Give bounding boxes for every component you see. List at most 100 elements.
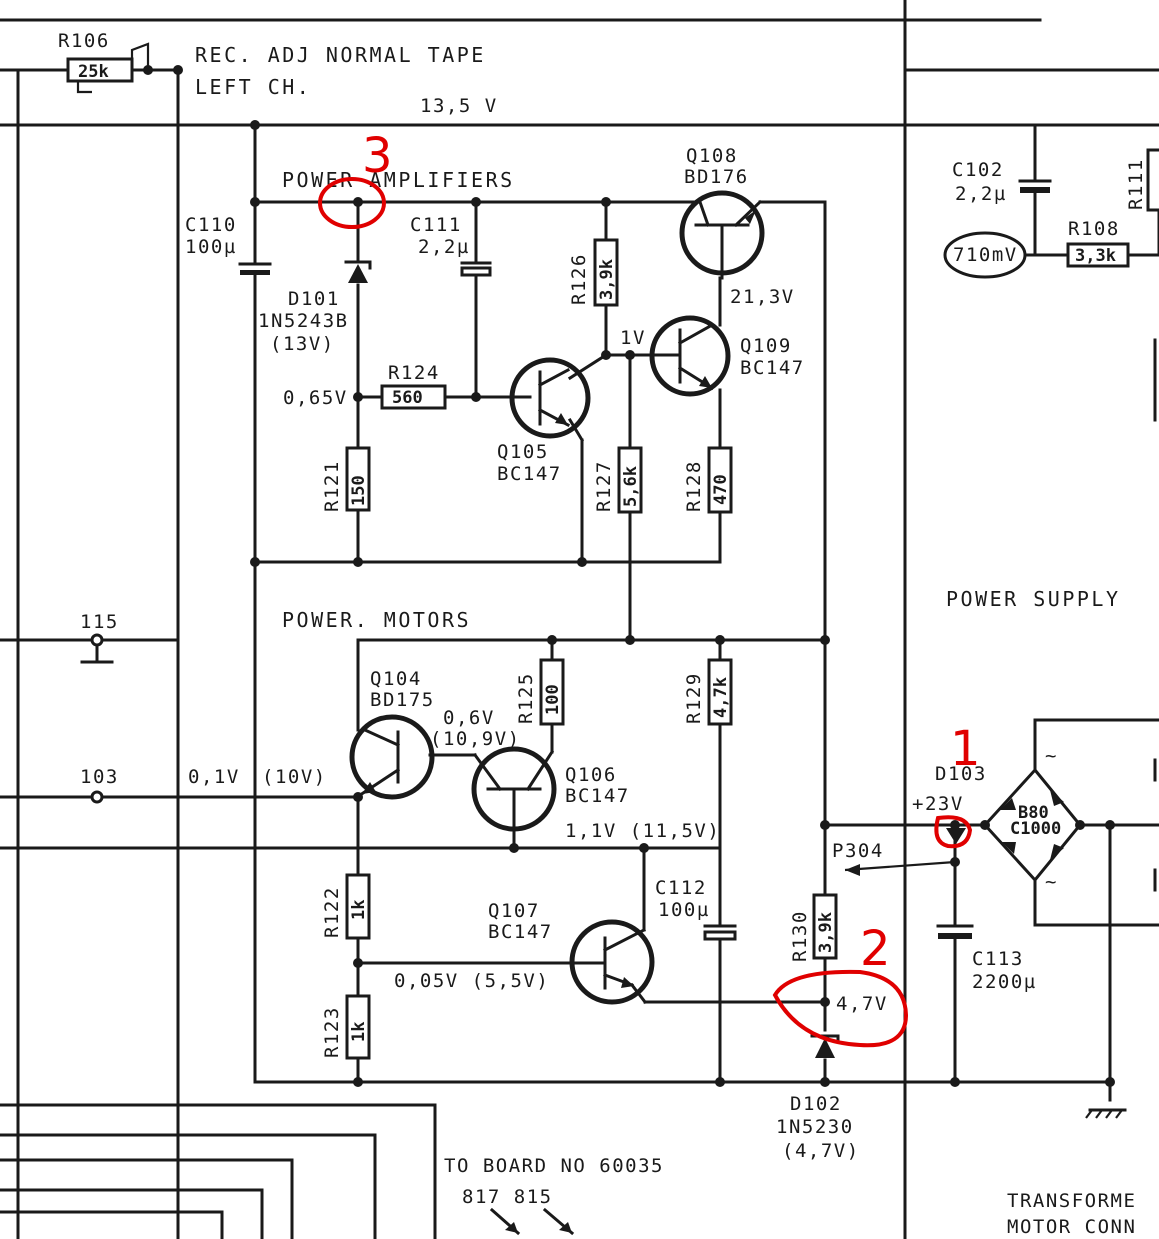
to-board-label: TO BOARD NO 60035 bbox=[444, 1155, 664, 1177]
left-ch-label: LEFT CH. bbox=[195, 75, 311, 99]
power-motors-title: POWER. MOTORS bbox=[282, 608, 471, 632]
d101-ref: D101 bbox=[288, 288, 340, 310]
c102-ref: C102 bbox=[952, 159, 1004, 181]
annotation-mark-3: 3 bbox=[362, 128, 393, 184]
annotation-circle-2 bbox=[772, 969, 909, 1048]
r108-body bbox=[1066, 242, 1130, 268]
r108-value: 3,3k bbox=[1075, 246, 1116, 266]
q106-symbol bbox=[471, 746, 557, 832]
transformer-label-1: TRANSFORME bbox=[1007, 1190, 1136, 1212]
mv-710-badge bbox=[943, 231, 1027, 279]
r127-value: 5,6k bbox=[621, 466, 641, 507]
r126-ref: R126 bbox=[568, 253, 590, 305]
voltage-0-05: 0,05V (5,5V) bbox=[394, 970, 549, 992]
d102-ref: D102 bbox=[790, 1093, 842, 1115]
r125-ref: R125 bbox=[515, 672, 537, 724]
voltage-0-65: 0,65V bbox=[283, 387, 348, 409]
r123-ref: R123 bbox=[321, 1006, 343, 1058]
q105-ref: Q105 bbox=[497, 441, 549, 463]
c113-value: 2200µ bbox=[972, 971, 1037, 993]
transformer-label-2: MOTOR CONN bbox=[1007, 1216, 1136, 1238]
bridge-ac-bottom: ~ bbox=[1045, 871, 1058, 893]
voltage-1v: 1V bbox=[620, 327, 646, 349]
r121-value: 150 bbox=[349, 475, 369, 506]
r124-value: 560 bbox=[392, 388, 423, 408]
bridge-label-2: C1000 bbox=[1010, 819, 1061, 839]
d103-ref: D103 bbox=[935, 763, 987, 785]
r123-value: 1k bbox=[349, 1022, 369, 1042]
c110-value: 100µ bbox=[185, 236, 237, 258]
pin-103-terminal bbox=[90, 790, 104, 804]
resistors: 25k 560 3,9k 150 5,6k 470 100 4,7k 1k 1k… bbox=[66, 42, 1159, 1060]
r122-body bbox=[345, 873, 371, 940]
capacitors bbox=[238, 179, 1052, 941]
bridge-label-1: B80 bbox=[1018, 803, 1049, 823]
labels: R106 REC. ADJ NORMAL TAPE LEFT CH. 13,5 … bbox=[58, 30, 1147, 1238]
d102-part: 1N5230 bbox=[776, 1116, 854, 1138]
q106-ref: Q106 bbox=[565, 764, 617, 786]
q108-ref: Q108 bbox=[686, 145, 738, 167]
transistors bbox=[349, 190, 765, 1005]
voltage-1-1: 1,1V (11,5V) bbox=[565, 820, 720, 842]
r128-value: 470 bbox=[711, 474, 731, 505]
voltage-10: (10V) bbox=[262, 766, 327, 788]
c111-value: 2,2µ bbox=[418, 236, 470, 258]
r128-ref: R128 bbox=[683, 460, 705, 512]
q105-part: BC147 bbox=[497, 463, 562, 485]
r129-body bbox=[707, 658, 733, 726]
pin-115-terminal bbox=[90, 633, 104, 647]
r124-body bbox=[380, 384, 447, 410]
voltage-0-1: 0,1V bbox=[188, 766, 240, 788]
q105-symbol bbox=[509, 357, 591, 439]
c110-ref: C110 bbox=[185, 214, 237, 236]
q109-symbol bbox=[649, 315, 731, 397]
r125-value: 100 bbox=[543, 684, 563, 715]
q108-part: BD176 bbox=[684, 166, 749, 188]
pin-103-label: 103 bbox=[80, 766, 119, 788]
r126-body bbox=[593, 238, 619, 307]
annotation-circle-3 bbox=[318, 177, 386, 229]
q104-symbol bbox=[349, 714, 435, 800]
annotation-mark-2: 2 bbox=[860, 921, 891, 977]
pin-115-label: 115 bbox=[80, 611, 119, 633]
c112-ref: C112 bbox=[655, 877, 707, 899]
voltage-10-9: (10,9V) bbox=[430, 728, 521, 750]
q107-symbol bbox=[569, 919, 655, 1005]
d102-voltage: (4,7V) bbox=[782, 1140, 860, 1162]
q109-ref: Q109 bbox=[740, 335, 792, 357]
r130-body bbox=[812, 893, 838, 960]
q107-part: BC147 bbox=[488, 921, 553, 943]
voltage-23: +23V bbox=[912, 793, 964, 815]
r130-ref: R130 bbox=[789, 910, 811, 962]
r108-ref: R108 bbox=[1068, 218, 1120, 240]
r124-ref: R124 bbox=[388, 362, 440, 384]
diodes bbox=[344, 260, 1085, 1058]
r111-ref: R111 bbox=[1125, 158, 1147, 210]
rec-adj-label: REC. ADJ NORMAL TAPE bbox=[195, 43, 486, 67]
red-annotations: 3 1 2 bbox=[318, 128, 981, 1048]
q108-symbol bbox=[679, 190, 765, 280]
r127-ref: R127 bbox=[593, 460, 615, 512]
junction-dots bbox=[143, 65, 1115, 1087]
q104-part: BD175 bbox=[370, 689, 435, 711]
annotation-circle-1 bbox=[934, 815, 973, 849]
r122-value: 1k bbox=[349, 900, 369, 920]
voltage-13-5: 13,5 V bbox=[420, 95, 498, 117]
r129-ref: R129 bbox=[683, 672, 705, 724]
d101-voltage: (13V) bbox=[270, 333, 335, 355]
r128-body bbox=[707, 446, 733, 514]
c113-ref: C113 bbox=[972, 948, 1024, 970]
q106-part: BC147 bbox=[565, 785, 630, 807]
annotation-mark-1: 1 bbox=[950, 721, 981, 777]
c112-value: 100µ bbox=[658, 899, 710, 921]
voltage-0-6: 0,6V bbox=[443, 707, 495, 729]
q107-ref: Q107 bbox=[488, 900, 540, 922]
c111-ref: C111 bbox=[410, 214, 462, 236]
r123-body bbox=[345, 994, 371, 1060]
q104-ref: Q104 bbox=[370, 668, 422, 690]
q109-part: BC147 bbox=[740, 357, 805, 379]
power-amplifiers-title: POWER AMPLIFIERS bbox=[282, 168, 515, 192]
mv-710-label: 710mV bbox=[953, 244, 1018, 266]
